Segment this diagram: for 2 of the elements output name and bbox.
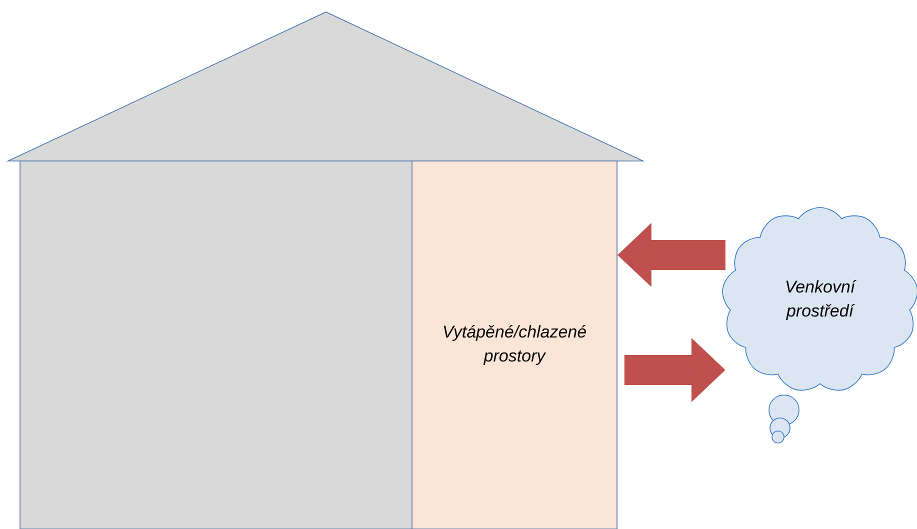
room-box: Vytápěné/chlazené prostory bbox=[412, 160, 618, 529]
thought-cloud: Venkovní prostředí bbox=[722, 207, 917, 444]
